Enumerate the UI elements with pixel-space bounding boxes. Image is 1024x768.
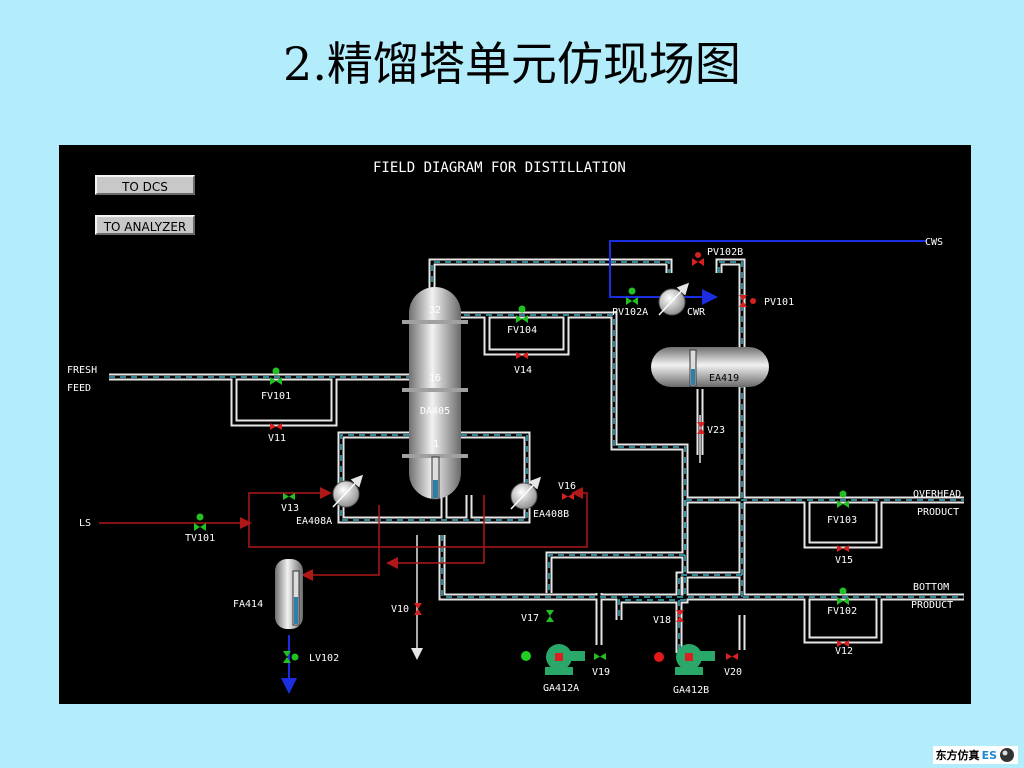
drum-fa414: FA414 <box>233 559 303 629</box>
company-logo: 东方仿真 ES <box>932 746 1018 764</box>
valve-pv101-icon <box>739 295 756 307</box>
v16-label: V16 <box>558 481 576 492</box>
slide-title: 2.精馏塔单元仿现场图 <box>283 37 741 91</box>
fv101-label: FV101 <box>261 391 291 402</box>
v17-label: V17 <box>521 613 539 624</box>
tray-1-label: 1 <box>433 439 439 450</box>
tv101-label: TV101 <box>185 533 215 544</box>
cooling-water-lines <box>281 240 926 694</box>
valve-lv102-icon <box>283 651 299 663</box>
pump-b-status-light <box>654 652 664 662</box>
process-flow-diagram: FIELD DIAGRAM FOR DISTILLATION <box>67 160 964 696</box>
cws-label: CWS <box>925 237 943 248</box>
valve-fv103-icon <box>837 490 849 508</box>
fresh-label: FRESH <box>67 365 97 376</box>
drum-ea419: EA419 <box>651 347 769 387</box>
valve-v12-icon <box>837 640 849 647</box>
logo-suffix: ES <box>981 748 997 762</box>
valve-v11-icon <box>270 423 282 430</box>
ea419-label: EA419 <box>709 373 739 384</box>
overhead-product-label: PRODUCT <box>917 507 959 518</box>
pump-ga412b[interactable] <box>654 644 715 675</box>
logo-emblem-icon <box>1000 748 1014 762</box>
pump-a-status-light <box>521 651 531 661</box>
diagram-title: FIELD DIAGRAM FOR DISTILLATION <box>373 160 626 176</box>
valve-v16-icon <box>562 493 574 500</box>
bottom-product-label: PRODUCT <box>911 600 953 611</box>
v23-label: V23 <box>707 425 725 436</box>
pv102b-label: PV102B <box>707 247 743 258</box>
overhead-label: OVERHEAD <box>913 489 961 500</box>
fv103-label: FV103 <box>827 515 857 526</box>
tray-16-label: 16 <box>429 373 441 384</box>
valve-v15-icon <box>837 545 849 552</box>
column-label: DA405 <box>420 406 450 417</box>
process-pipes <box>109 258 964 660</box>
field-diagram-panel: TO DCS TO ANALYZER FIELD DIAGRAM FOR DIS… <box>59 145 971 704</box>
valve-fv102-icon <box>837 587 849 605</box>
feed-label: FEED <box>67 383 91 394</box>
v15-label: V15 <box>835 555 853 566</box>
valve-tv101-icon <box>194 513 206 531</box>
v10-label: V10 <box>391 604 409 615</box>
valve-fv104-icon <box>516 305 528 323</box>
valve-v14-icon <box>516 352 528 359</box>
pv101-label: PV101 <box>764 297 794 308</box>
v19-label: V19 <box>592 667 610 678</box>
tray-32-label: 32 <box>429 305 441 316</box>
v11-label: V11 <box>268 433 286 444</box>
bottom-label: BOTTOM <box>913 582 949 593</box>
ga412a-label: GA412A <box>543 683 579 694</box>
valve-v23-icon <box>697 422 705 434</box>
steam-lines <box>99 487 588 581</box>
v14-label: V14 <box>514 365 532 376</box>
logo-text: 东方仿真 <box>935 749 980 762</box>
pump-ga412a[interactable] <box>521 644 585 675</box>
valve-v17-icon <box>546 610 554 622</box>
valve-v20-icon <box>726 653 738 660</box>
lv102-label: LV102 <box>309 653 339 664</box>
column-da405: 32 16 1 DA405 <box>402 287 468 500</box>
v13-label: V13 <box>281 503 299 514</box>
valve-v10-icon <box>414 603 422 615</box>
to-dcs-button[interactable]: TO DCS <box>95 175 195 195</box>
pv102a-label: PV102A <box>612 307 648 318</box>
exchanger-ea408b <box>510 476 542 510</box>
valve-pv102a-icon <box>626 287 638 305</box>
to-analyzer-button[interactable]: TO ANALYZER <box>95 215 195 235</box>
valve-pv102b-icon <box>692 252 704 266</box>
v20-label: V20 <box>724 667 742 678</box>
exchanger-cwr <box>658 282 690 316</box>
fv102-label: FV102 <box>827 606 857 617</box>
ga412b-label: GA412B <box>673 685 709 696</box>
fv104-label: FV104 <box>507 325 537 336</box>
valve-fv101-icon <box>270 367 282 385</box>
v12-label: V12 <box>835 646 853 657</box>
fa414-label: FA414 <box>233 599 263 610</box>
ea408a-label: EA408A <box>296 516 332 527</box>
exchanger-ea408a <box>332 474 364 508</box>
ls-label: LS <box>79 518 91 529</box>
cwr-label: CWR <box>687 307 706 318</box>
v18-label: V18 <box>653 615 671 626</box>
valve-v13-icon <box>283 493 295 500</box>
valve-v19-icon <box>594 653 606 660</box>
valve-v18-icon <box>676 610 684 622</box>
ea408b-label: EA408B <box>533 509 569 520</box>
